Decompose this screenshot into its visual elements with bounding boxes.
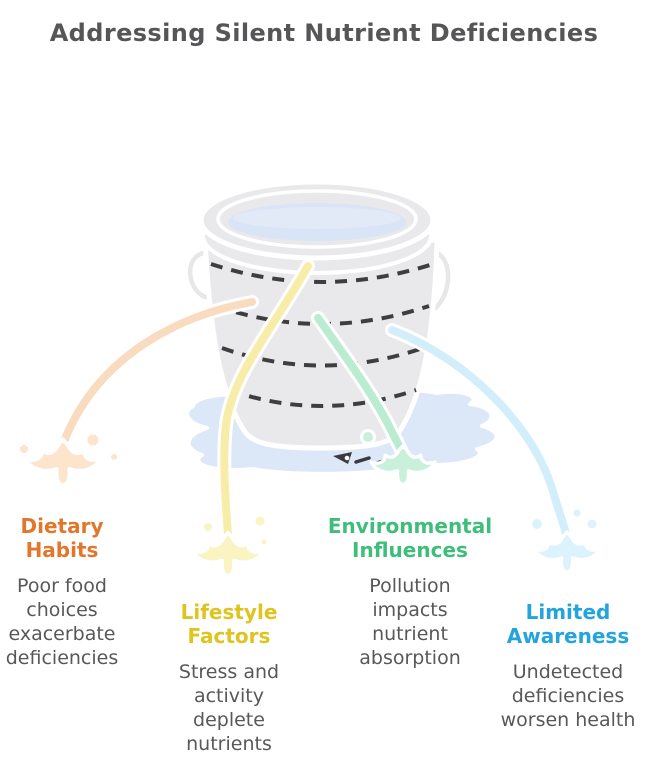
factor-heading: Lifestyle Factors	[180, 600, 278, 648]
droplet	[252, 513, 268, 529]
factor-heading: Dietary Habits	[20, 514, 104, 562]
factor-description: Poor food choices exacerbate deficiencie…	[5, 575, 119, 669]
droplet	[84, 431, 102, 449]
splash-limited	[529, 506, 602, 574]
leak-stream-environmental	[311, 311, 409, 459]
droplet	[201, 520, 215, 534]
droplet	[529, 516, 545, 532]
droplet	[360, 429, 376, 445]
factor-description: Undetected deficiencies worsen health	[500, 661, 636, 731]
splash-dietary	[17, 431, 120, 485]
factor-lifestyle-factors: Lifestyle Factors Stress and activity de…	[179, 600, 279, 756]
droplet	[258, 536, 270, 548]
page-title: Addressing Silent Nutrient Deficiencies	[49, 19, 599, 47]
factor-heading: Environmental Influences	[327, 514, 493, 562]
droplet	[108, 451, 120, 463]
factor-dietary-habits: Dietary Habits Poor food choices exacerb…	[6, 514, 119, 670]
water-highlight	[233, 207, 401, 229]
leak-stream-lifestyle	[217, 259, 315, 542]
splash-environmental	[360, 429, 437, 487]
factor-description: Stress and activity deplete nutrients	[178, 661, 280, 755]
droplet	[584, 516, 600, 532]
leak-stream-dietary	[56, 295, 259, 451]
factor-description: Pollution impacts nutrient absorption	[359, 575, 461, 669]
factor-heading: Limited Awareness	[506, 600, 630, 648]
droplet	[570, 506, 584, 520]
leak-stream-limited	[385, 323, 573, 541]
factor-limited-awareness: Limited Awareness Undetected deficiencie…	[501, 600, 636, 732]
droplet	[17, 442, 31, 456]
factor-environmental-influences: Environmental Influences Pollution impac…	[328, 514, 492, 670]
splash-lifestyle	[190, 513, 270, 578]
